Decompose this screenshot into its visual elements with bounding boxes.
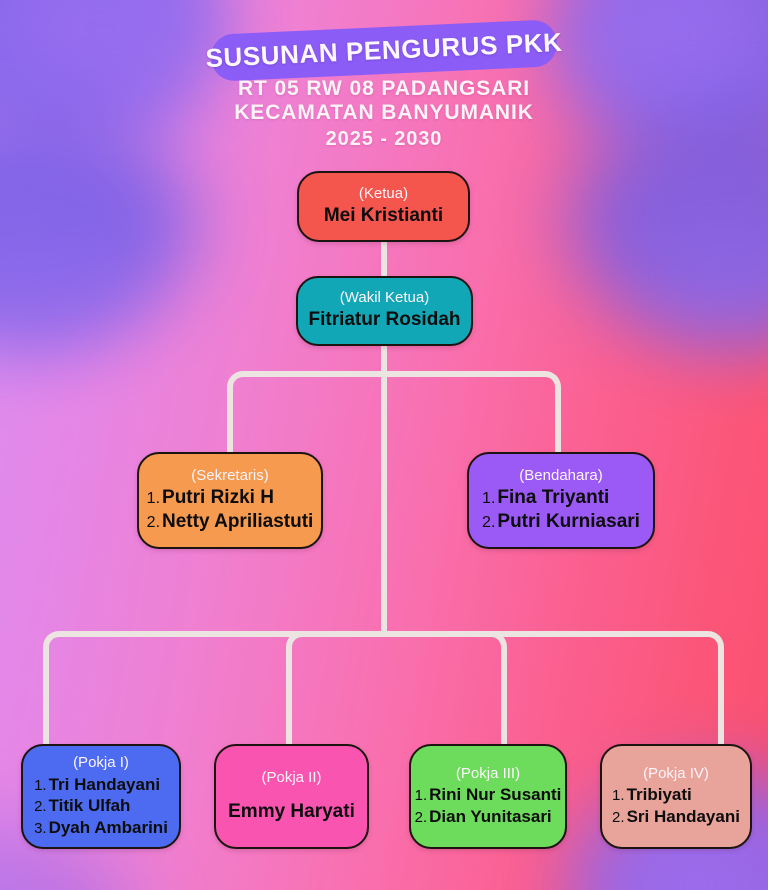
member-item: 2.Netty Apriliastuti	[147, 510, 314, 534]
connector-elbow-pokja-2	[286, 631, 381, 747]
node-pokja-1-role: (Pokja I)	[73, 753, 129, 771]
node-pokja-3-role: (Pokja III)	[455, 764, 521, 782]
title-banner: SUSUNAN PENGURUS PKK	[205, 19, 563, 82]
member-name: Dian Yunitasari	[429, 807, 552, 827]
member-name: Dyah Ambarini	[48, 818, 168, 838]
member-name: Titik Ulfah	[48, 796, 131, 816]
member-item: 1.Putri Rizki H	[147, 486, 314, 510]
member-name: Tribiyati	[626, 785, 692, 805]
connector-elbow-pokja-4	[381, 631, 724, 747]
member-name: Netty Apriliastuti	[162, 511, 314, 533]
member-number: 1.	[482, 490, 496, 508]
member-item: 1.Tribiyati	[612, 784, 740, 806]
member-number: 1.	[612, 787, 625, 805]
member-number: 1.	[414, 787, 428, 805]
member-number: 2.	[34, 798, 47, 816]
node-ketua[interactable]: (Ketua) Mei Kristianti	[297, 171, 470, 242]
member-item: 2.Putri Kurniasari	[482, 510, 640, 534]
member-name: Tri Handayani	[48, 774, 161, 794]
member-number: 3.	[34, 820, 47, 838]
subtitle-district: KECAMATAN BANYUMANIK	[234, 101, 534, 125]
connector-ketua-to-wakil	[381, 240, 387, 278]
node-ketua-role: (Ketua)	[358, 184, 409, 202]
member-number: 2.	[146, 514, 161, 532]
member-item: 2.Titik Ulfah	[34, 795, 168, 817]
member-name: Rini Nur Susanti	[429, 785, 562, 805]
member-number: 2.	[482, 514, 496, 532]
node-pokja-4-role: (Pokja IV)	[643, 764, 709, 782]
member-item: 1.Fina Triyanti	[482, 486, 640, 510]
connector-elbow-bendahara	[381, 371, 561, 455]
node-pokja-2-role: (Pokja II)	[261, 768, 322, 786]
member-name: Fina Triyanti	[497, 487, 610, 509]
subtitle-location: RT 05 RW 08 PADANGSARI	[237, 77, 531, 100]
connector-wakil-trunk	[381, 344, 387, 636]
member-item: 1.Tri Handayani	[34, 774, 168, 796]
node-sekretaris-role: (Sekretaris)	[191, 466, 269, 484]
connector-elbow-pokja-3	[381, 631, 507, 747]
connector-elbow-sekretaris	[227, 371, 381, 455]
background-blob	[0, 215, 135, 350]
member-item: 2.Sri Handayani	[612, 806, 740, 828]
page-title: SUSUNAN PENGURUS PKK	[204, 26, 564, 74]
subtitle-block: RT 05 RW 08 PADANGSARI KECAMATAN BANYUMA…	[0, 77, 768, 151]
member-name: Putri Rizki H	[162, 487, 274, 509]
background-blob	[633, 215, 768, 345]
node-ketua-name: Mei Kristianti	[323, 204, 444, 226]
node-wakil-ketua-name: Fitriatur Rosidah	[308, 309, 461, 331]
member-number: 1.	[146, 490, 161, 508]
subtitle-period: 2025 - 2030	[325, 127, 443, 150]
member-number: 1.	[34, 776, 47, 794]
connector-elbow-pokja-1	[43, 631, 381, 747]
member-item: 2.Dian Yunitasari	[415, 806, 562, 828]
member-number: 2.	[414, 809, 428, 827]
member-item: 1.Rini Nur Susanti	[415, 784, 562, 806]
node-bendahara-role: (Bendahara)	[519, 466, 603, 484]
node-wakil-ketua-role: (Wakil Ketua)	[339, 289, 430, 307]
member-number: 2.	[612, 809, 625, 827]
member-name: Putri Kurniasari	[497, 511, 640, 533]
node-wakil-ketua[interactable]: (Wakil Ketua) Fitriatur Rosidah	[296, 276, 473, 346]
member-name: Sri Handayani	[626, 807, 740, 827]
member-item: 3.Dyah Ambarini	[34, 817, 168, 839]
node-pokja-2[interactable]: (Pokja II) Emmy Haryati	[214, 744, 369, 849]
node-pokja-2-name: Emmy Haryati	[228, 800, 355, 822]
